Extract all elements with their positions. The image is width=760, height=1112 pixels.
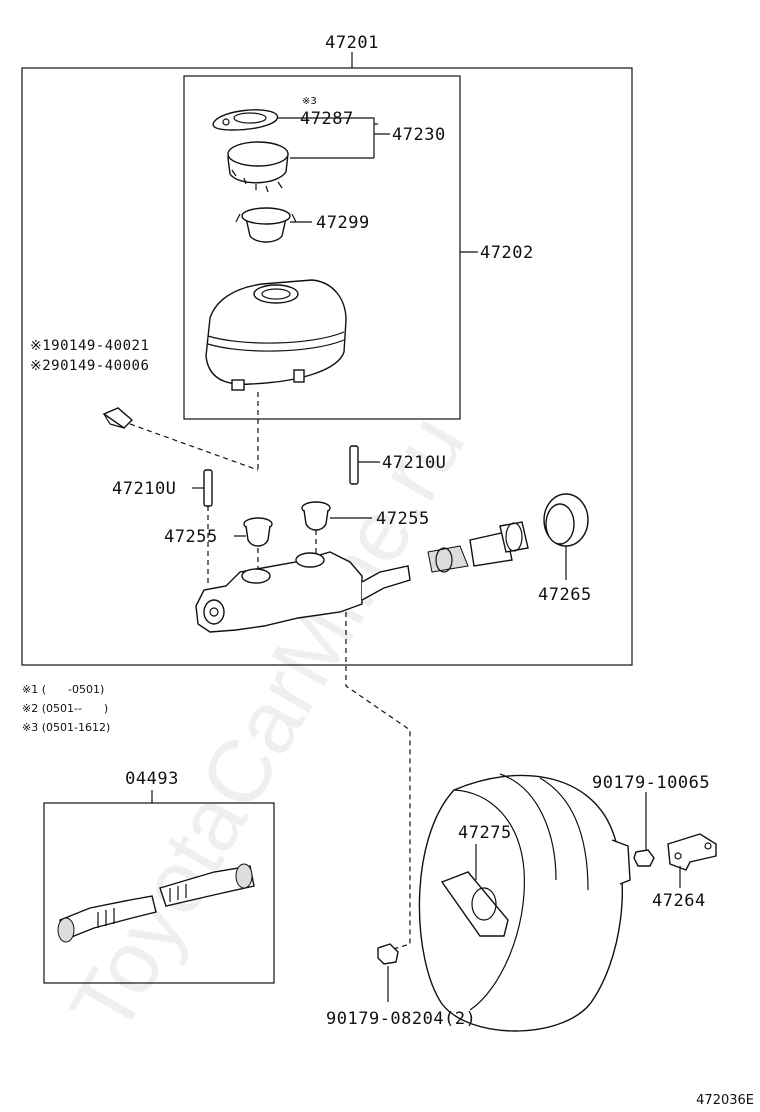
label-47299: 47299 xyxy=(316,213,370,233)
label-47287-note: ※3 xyxy=(302,96,317,107)
gasket-47287-part[interactable] xyxy=(212,109,279,131)
assembly-47201-frame xyxy=(21,67,633,666)
brake-booster-47275-part[interactable] xyxy=(418,773,631,1032)
label-47255-left: 47255 xyxy=(164,527,218,547)
nut-90179-08204-part[interactable] xyxy=(377,943,399,965)
master-cylinder-body-part[interactable] xyxy=(195,551,411,633)
bracket-47264-part[interactable] xyxy=(667,833,717,871)
grommet-dashed-guides xyxy=(207,506,317,584)
repair-kit-04493-part[interactable] xyxy=(57,863,255,943)
kit-04493-frame xyxy=(43,802,275,984)
label-47275: 47275 xyxy=(458,823,512,843)
label-90179-08204: 90179-08204(2) xyxy=(326,1009,476,1029)
label-47210u-right: 47210U xyxy=(382,453,446,473)
pin-47210u-right-part[interactable] xyxy=(349,445,359,485)
label-47202: 47202 xyxy=(480,243,534,263)
note-1: ※1 ( -0501) xyxy=(22,683,104,696)
note-3: ※3 (0501-1612) xyxy=(22,721,110,734)
leader-47230 xyxy=(290,117,390,159)
label-47255-right: 47255 xyxy=(376,509,430,529)
label-47201: 47201 xyxy=(325,33,379,53)
seal-47265-part[interactable] xyxy=(543,493,589,547)
label-47287: 47287 xyxy=(300,109,354,129)
cap-47230-part[interactable] xyxy=(227,141,289,193)
piston-assembly-part[interactable] xyxy=(427,521,529,573)
label-bolt-line2: ※290149-40006 xyxy=(30,358,149,374)
grommet-47255-left-part[interactable] xyxy=(243,517,273,547)
pin-47210u-left-part[interactable] xyxy=(203,469,213,507)
label-47230: 47230 xyxy=(392,125,446,145)
note-2: ※2 (0501-- ) xyxy=(22,702,108,715)
figure-code: 472036E xyxy=(696,1093,754,1108)
label-04493: 04493 xyxy=(125,769,179,789)
label-bolt-line1: ※190149-40021 xyxy=(30,338,149,354)
bolt-90149-part[interactable] xyxy=(102,407,134,429)
label-47210u-left: 47210U xyxy=(112,479,176,499)
grommet-47255-right-part[interactable] xyxy=(301,501,331,531)
booster-dashed-guide xyxy=(345,612,411,953)
label-90179-10065: 90179-10065 xyxy=(592,773,710,793)
label-47265: 47265 xyxy=(538,585,592,605)
reservoir-tank-part[interactable] xyxy=(205,279,347,391)
strainer-47299-part[interactable] xyxy=(235,207,297,243)
label-47264: 47264 xyxy=(652,891,706,911)
reservoir-47202-frame xyxy=(183,75,461,420)
nut-90179-10065-part[interactable] xyxy=(633,849,655,867)
bolt-dashed-guide xyxy=(129,423,259,471)
